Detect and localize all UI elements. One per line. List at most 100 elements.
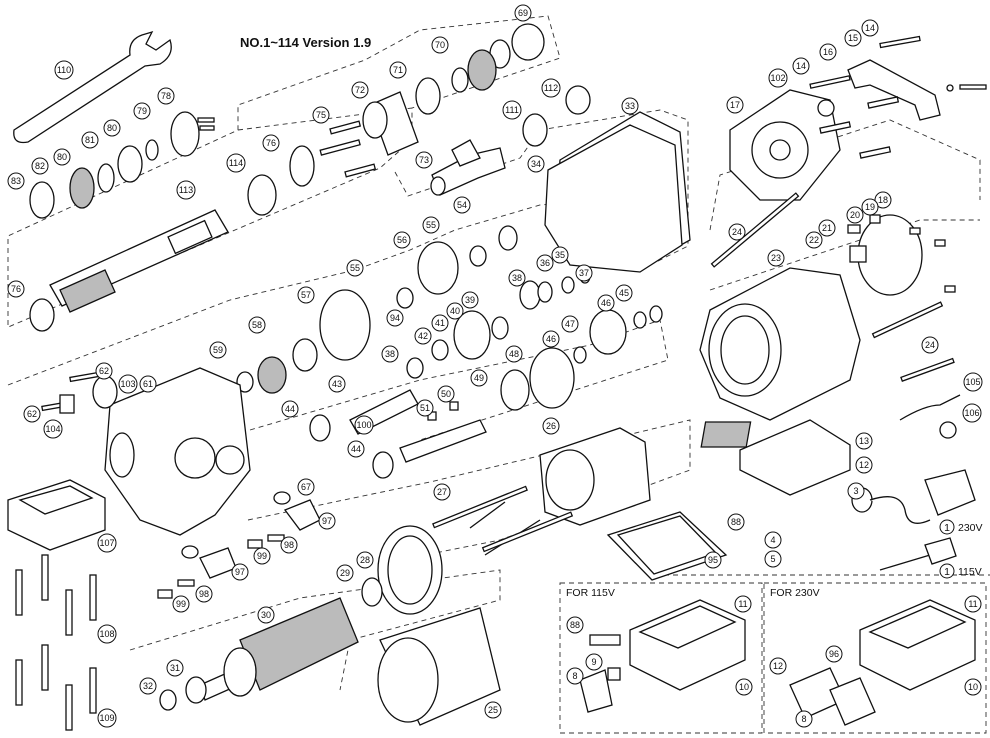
callout-59: 59 <box>209 341 227 359</box>
spindle-113 <box>29 209 229 332</box>
callout-number: 107 <box>99 538 114 548</box>
callout-number: 97 <box>235 567 245 577</box>
callout-number: 46 <box>601 298 611 308</box>
callout-number: 8 <box>572 671 577 681</box>
voltage-230v-label-group: 1 230V <box>939 519 983 535</box>
callout-3: 3 <box>847 482 865 500</box>
callout-number: 45 <box>619 288 629 298</box>
callout-32: 32 <box>139 677 157 695</box>
callout-100: 100 <box>354 415 374 435</box>
callout-99: 99 <box>253 547 271 565</box>
callout-95: 95 <box>704 551 722 569</box>
svg-text:1: 1 <box>944 522 950 534</box>
callout-41: 41 <box>431 314 449 332</box>
callout-number: 69 <box>518 8 528 18</box>
callout-97: 97 <box>318 512 336 530</box>
callout-number: 111 <box>505 105 519 115</box>
callout-23: 23 <box>767 249 785 267</box>
callout-number: 36 <box>540 258 550 268</box>
callout-29: 29 <box>336 564 354 582</box>
callout-25: 25 <box>484 701 502 719</box>
callout-number: 79 <box>137 106 147 116</box>
callout-number: 12 <box>773 661 783 671</box>
callout-108: 108 <box>97 624 117 644</box>
callout-number: 114 <box>229 158 243 168</box>
callout-number: 38 <box>512 273 522 283</box>
callout-8: 8 <box>566 667 584 685</box>
callout-number: 76 <box>266 138 276 148</box>
callout-16: 16 <box>819 43 837 61</box>
callout-38: 38 <box>381 345 399 363</box>
callout-number: 16 <box>823 47 833 57</box>
callout-number: 46 <box>546 334 556 344</box>
callout-114: 114 <box>226 153 246 173</box>
callout-34: 34 <box>527 155 545 173</box>
callout-47: 47 <box>561 315 579 333</box>
callout-75: 75 <box>312 106 330 124</box>
callout-54: 54 <box>453 196 471 214</box>
callout-number: 43 <box>332 379 342 389</box>
brush-plate-22 <box>847 214 956 296</box>
callout-50: 50 <box>437 385 455 403</box>
callout-15: 15 <box>844 29 862 47</box>
callout-71: 71 <box>389 61 407 79</box>
callout-number: 97 <box>322 516 332 526</box>
callout-88: 88 <box>727 513 745 531</box>
callout-number: 94 <box>390 313 400 323</box>
callout-46: 46 <box>597 294 615 312</box>
callout-number: 76 <box>11 284 21 294</box>
callout-number: 83 <box>11 176 21 186</box>
base-107 <box>7 479 106 551</box>
callout-104: 104 <box>43 419 63 439</box>
callout-number: 106 <box>964 408 979 418</box>
callout-number: 73 <box>419 155 429 165</box>
callout-number: 78 <box>161 91 171 101</box>
handle-parts <box>157 491 321 599</box>
callout-number: 44 <box>285 404 295 414</box>
callout-11: 11 <box>734 595 752 613</box>
callout-number: 96 <box>829 649 839 659</box>
voltage-230v-label: 230V <box>958 522 983 534</box>
callout-107: 107 <box>97 533 117 553</box>
callout-number: 10 <box>968 682 978 692</box>
callout-51: 51 <box>416 399 434 417</box>
motor-housing-23 <box>699 267 861 421</box>
callout-46: 46 <box>542 330 560 348</box>
callout-9: 9 <box>585 653 603 671</box>
gear-housing-61 <box>41 367 251 536</box>
callout-94: 94 <box>386 309 404 327</box>
callout-number: 103 <box>120 379 135 389</box>
callout-number: 24 <box>732 227 742 237</box>
callout-number: 26 <box>546 421 556 431</box>
callout-78: 78 <box>157 87 175 105</box>
callout-number: 61 <box>143 379 153 389</box>
callout-number: 32 <box>143 681 153 691</box>
callout-26: 26 <box>542 417 560 435</box>
bolts-24 <box>710 192 955 382</box>
callout-82: 82 <box>31 157 49 175</box>
callout-11: 11 <box>964 595 982 613</box>
callout-number: 100 <box>356 420 371 430</box>
callout-70: 70 <box>431 36 449 54</box>
callout-number: 27 <box>437 487 447 497</box>
callout-number: 50 <box>441 389 451 399</box>
callout-number: 67 <box>301 482 311 492</box>
box-for-115v: FOR 115V <box>559 582 763 734</box>
callout-number: 58 <box>252 320 262 330</box>
callout-number: 95 <box>708 555 718 565</box>
callout-105: 105 <box>963 372 983 392</box>
callout-96: 96 <box>825 645 843 663</box>
callout-106: 106 <box>962 403 982 423</box>
callout-number: 12 <box>859 460 869 470</box>
callout-22: 22 <box>805 231 823 249</box>
callout-102: 102 <box>768 68 788 88</box>
armature-30 <box>159 597 359 711</box>
callout-number: 23 <box>771 253 781 263</box>
callout-17: 17 <box>726 96 744 114</box>
callout-24: 24 <box>921 336 939 354</box>
callout-27: 27 <box>433 483 451 501</box>
callout-number: 55 <box>350 263 360 273</box>
callout-24: 24 <box>728 223 746 241</box>
callout-8: 8 <box>795 710 813 728</box>
callout-14: 14 <box>792 57 810 75</box>
